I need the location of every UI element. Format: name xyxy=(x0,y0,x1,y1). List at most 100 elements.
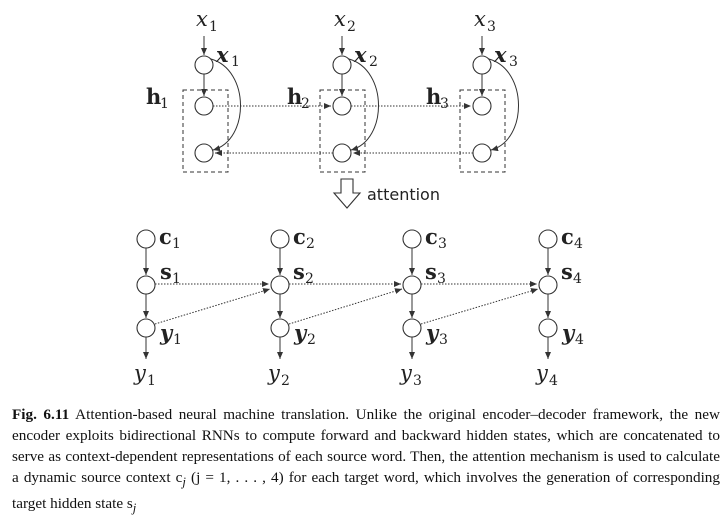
encoder-input-symbol: x xyxy=(474,7,486,31)
output-index: 2 xyxy=(281,373,290,389)
context-node-3 xyxy=(402,229,422,249)
backward-node-2 xyxy=(332,143,352,163)
decoder-context-nodes xyxy=(136,229,558,249)
hollow-down-arrow-icon xyxy=(332,178,362,209)
context-symbol: c xyxy=(425,224,438,249)
decoder-recurrent-arrows xyxy=(154,281,539,325)
forward-node-1 xyxy=(194,96,214,116)
hidden-symbol: h xyxy=(146,84,161,109)
state-index: 1 xyxy=(172,271,181,287)
state-index: 2 xyxy=(305,271,314,287)
encoder-embedding-node-1 xyxy=(194,55,214,75)
encoder-embedding-nodes xyxy=(194,55,492,75)
encoder-input-symbol: x xyxy=(334,7,346,31)
encoder-input-index: 3 xyxy=(487,19,496,35)
state-symbol: s xyxy=(425,259,437,284)
context-symbol: c xyxy=(293,224,306,249)
encoder-input-symbol: x xyxy=(196,7,208,31)
target-embedding-index: 2 xyxy=(307,332,316,348)
context-index: 4 xyxy=(574,236,583,252)
caption-state-index: j xyxy=(132,501,137,516)
context-index: 1 xyxy=(172,236,181,252)
caption-text: Attention-based neural machine translati… xyxy=(12,406,720,486)
output-index: 4 xyxy=(549,373,558,389)
encoder-input-x2: x 2 xyxy=(334,7,356,35)
encoder-input-index: 2 xyxy=(347,19,356,35)
target-embedding-index: 4 xyxy=(575,332,584,348)
state-symbol: s xyxy=(160,259,172,284)
decoder-output-1: y 1 xyxy=(133,361,156,389)
context-index: 3 xyxy=(438,236,447,252)
forward-node-2 xyxy=(332,96,352,116)
target-embedding-node-4 xyxy=(538,318,558,338)
target-embedding-label-2: y 2 xyxy=(293,320,316,348)
caption-formula-range: (j = 1, . . . , 4) xyxy=(185,469,289,486)
output-symbol: y xyxy=(133,361,147,385)
embedding-to-output-arrows xyxy=(143,337,551,359)
encoder-input-arrows xyxy=(201,36,485,55)
backward-node-1 xyxy=(194,143,214,163)
target-embedding-symbol: y xyxy=(293,320,308,345)
encoder-input-index: 1 xyxy=(209,19,218,35)
hidden-index: 3 xyxy=(440,96,449,112)
embedding-symbol: x xyxy=(353,42,367,67)
output-index: 3 xyxy=(413,373,422,389)
target-embedding-label-3: y 3 xyxy=(425,320,448,348)
target-embedding-index: 3 xyxy=(439,332,448,348)
state-symbol: s xyxy=(293,259,305,284)
attention-transition: attention xyxy=(332,178,440,209)
decoder-embedding-nodes xyxy=(136,318,558,338)
context-label-1: c 1 xyxy=(159,224,181,252)
attention-label: attention xyxy=(367,185,440,204)
encoder-embedding-node-2 xyxy=(332,55,352,75)
output-symbol: y xyxy=(267,361,281,385)
hidden-label-2: h 2 xyxy=(287,84,310,112)
target-embedding-node-2 xyxy=(270,318,290,338)
context-node-4 xyxy=(538,229,558,249)
hidden-index: 2 xyxy=(301,96,310,112)
target-embedding-node-1 xyxy=(136,318,156,338)
target-embedding-node-3 xyxy=(402,318,422,338)
forward-node-3 xyxy=(472,96,492,116)
output-index: 1 xyxy=(147,373,156,389)
hidden-index: 1 xyxy=(160,96,169,112)
state-node-4 xyxy=(538,275,558,295)
context-node-2 xyxy=(270,229,290,249)
state-label-3: s 3 xyxy=(425,259,446,287)
state-node-1 xyxy=(136,275,156,295)
decoder-output-2: y 2 xyxy=(267,361,290,389)
context-node-1 xyxy=(136,229,156,249)
state-to-embedding-arrows xyxy=(143,294,551,318)
embedding-symbol: x xyxy=(493,42,507,67)
output-symbol: y xyxy=(535,361,549,385)
target-embedding-label-4: y 4 xyxy=(561,320,584,348)
target-embedding-symbol: y xyxy=(159,320,174,345)
state-node-3 xyxy=(402,275,422,295)
target-embedding-index: 1 xyxy=(173,332,182,348)
encoder-input-x3: x 3 xyxy=(474,7,496,35)
embedding-index: 2 xyxy=(369,54,378,70)
encoder-embedding-node-3 xyxy=(472,55,492,75)
decoder-state-nodes xyxy=(136,275,558,295)
caption-label: Fig. 6.11 xyxy=(12,406,70,423)
hidden-symbol: h xyxy=(426,84,441,109)
state-index: 4 xyxy=(573,271,582,287)
context-label-4: c 4 xyxy=(561,224,583,252)
context-symbol: c xyxy=(561,224,574,249)
output-symbol: y xyxy=(399,361,413,385)
backward-node-3 xyxy=(472,143,492,163)
context-label-3: c 3 xyxy=(425,224,447,252)
state-index: 3 xyxy=(437,271,446,287)
target-embedding-label-1: y 1 xyxy=(159,320,182,348)
embedding-index: 1 xyxy=(231,54,240,70)
caption-text-end: for each target word, which involves the… xyxy=(12,469,720,513)
context-symbol: c xyxy=(159,224,172,249)
encoder-input-x1: x 1 xyxy=(196,7,218,35)
state-label-1: s 1 xyxy=(160,259,181,287)
context-index: 2 xyxy=(306,236,315,252)
attention-nmt-diagram: x 1 x 2 x 3 x 1 x 2 x 3 h 1 xyxy=(133,7,584,389)
hidden-label-1: h 1 xyxy=(146,84,169,112)
target-embedding-symbol: y xyxy=(425,320,440,345)
embedding-index: 3 xyxy=(509,54,518,70)
